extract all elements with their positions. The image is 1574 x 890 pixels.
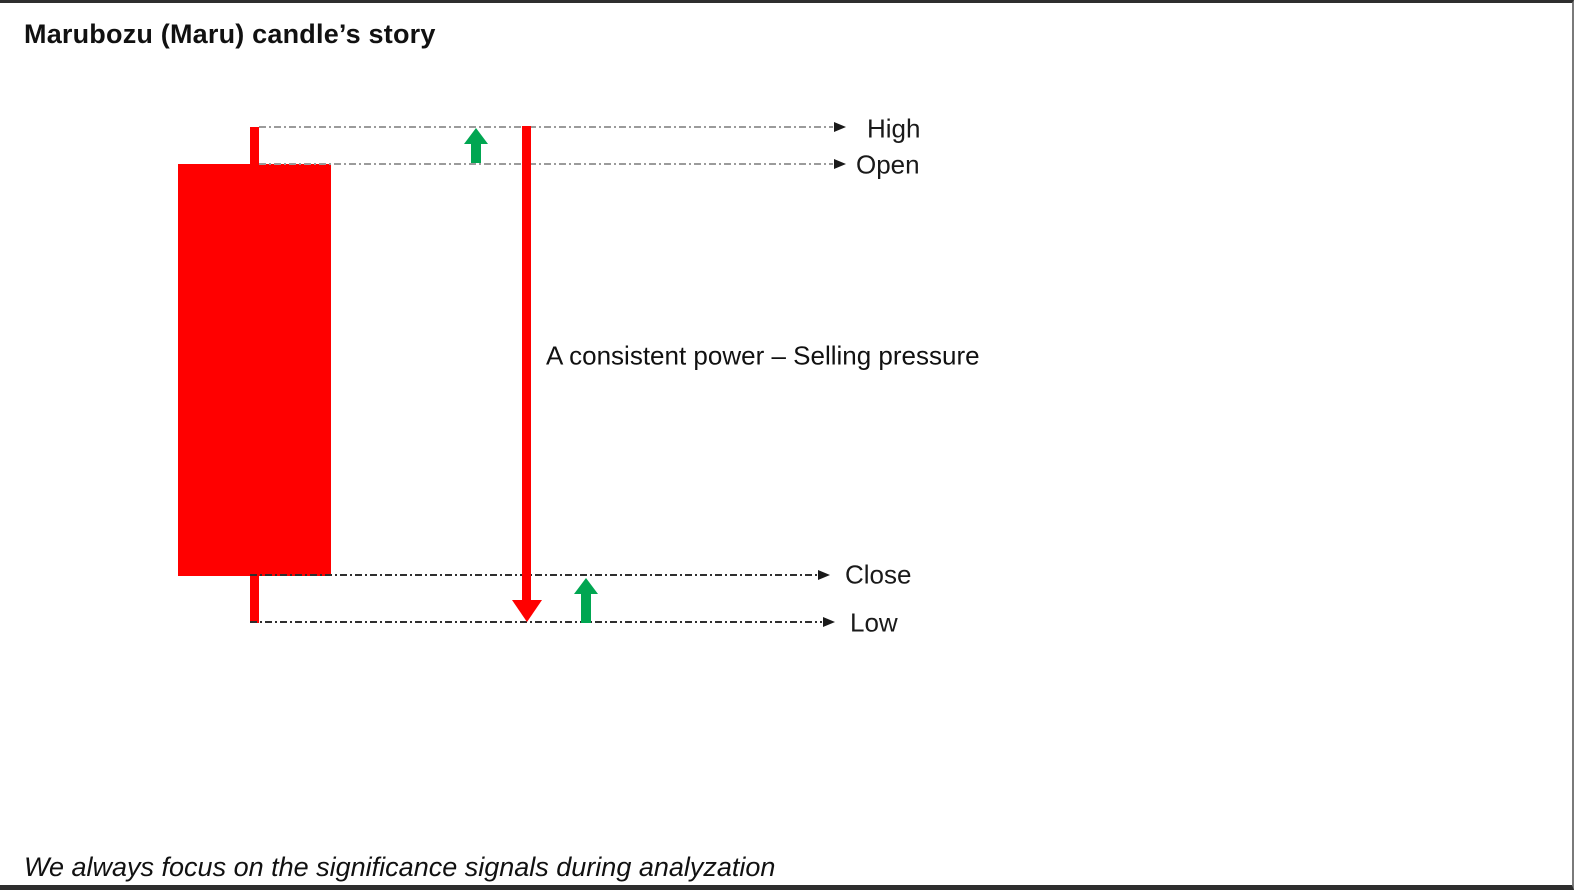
close-label: Close [845, 559, 912, 590]
low-arrowhead-icon [823, 617, 835, 627]
close-level-line [250, 574, 817, 576]
selling-pressure-arrow-shaft [522, 126, 531, 601]
high-arrowhead-icon [834, 122, 846, 132]
lower-gap-up-arrow-icon [574, 578, 598, 594]
upper-gap-up-arrow-shaft [471, 142, 481, 163]
open-arrowhead-icon [834, 159, 846, 169]
open-level-line [259, 163, 833, 165]
high-level-line [259, 126, 833, 128]
low-label: Low [850, 607, 898, 638]
lower-gap-up-arrow-shaft [581, 592, 591, 623]
high-label: High [867, 113, 921, 144]
page-title: Marubozu (Maru) candle’s story [24, 19, 436, 49]
down-arrow-icon [512, 600, 542, 622]
upper-gap-up-arrow-icon [464, 128, 488, 144]
close-arrowhead-icon [818, 570, 830, 580]
candle-body [178, 164, 331, 576]
footer-note: We always focus on the significance sign… [24, 852, 776, 882]
candle-upper-wick [250, 127, 259, 165]
low-level-line [250, 621, 822, 623]
candle-lower-wick [250, 576, 259, 623]
open-label: Open [856, 149, 920, 180]
annotation-text: A consistent power – Selling pressure [546, 340, 980, 371]
